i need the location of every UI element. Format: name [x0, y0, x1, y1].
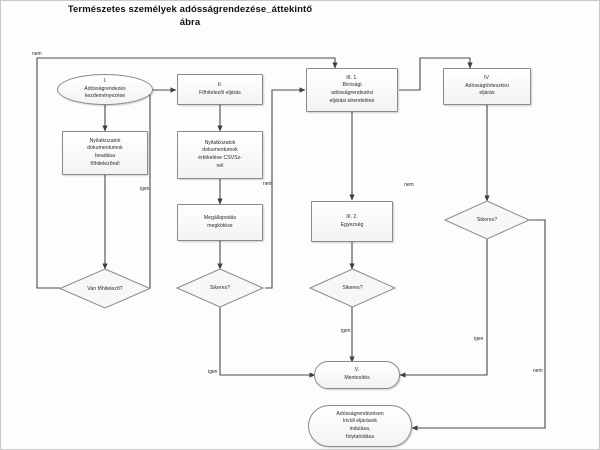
node-success-3[interactable]: Sikeres?	[309, 268, 396, 308]
node-stage2-label: II. Főhitelezői eljárás	[199, 81, 241, 96]
node-docs-eval-label: Nyilatkozatok dokumentumok értékelése CS…	[198, 139, 242, 169]
diamond-shape	[59, 268, 151, 309]
edge-no-success2-to-stage3	[265, 87, 306, 289]
node-stage3-1-label: III. 1. Bírósági adósságrendezési eljárá…	[329, 74, 375, 104]
node-outside-label: Adósságrendezésen kívüli eljárások indul…	[336, 410, 384, 440]
node-stage4[interactable]: IV. Adósságtörlesztési eljárás	[443, 68, 531, 105]
edge-label-no-success4: nem	[533, 368, 543, 374]
diamond-shape	[309, 268, 396, 308]
node-agreement[interactable]: Megállapodás megkötése	[177, 204, 263, 241]
edge-label-no-top-left: nem	[32, 51, 42, 57]
node-success-2[interactable]: Sikeres?	[176, 268, 264, 308]
edge-label-yes-success2: igen	[208, 369, 218, 375]
page-title: Természetes személyek adósságrendezése_á…	[67, 4, 313, 28]
edge-yes-success2-to-stage5	[219, 307, 316, 378]
node-stage5-label: V. Mentesítés	[344, 367, 370, 381]
edge-yes-success4-to-stage5	[399, 239, 488, 378]
edge-yes-to-stage2	[149, 87, 177, 288]
edge-no-to-stage3	[36, 57, 338, 289]
node-start[interactable]: I. Adósságrendezés kezdeményezése	[57, 74, 153, 105]
node-docs-eval[interactable]: Nyilatkozatok dokumentumok értékelése CS…	[177, 131, 263, 179]
node-outside[interactable]: Adósságrendezésen kívüli eljárások indul…	[308, 405, 412, 447]
node-stage5[interactable]: V. Mentesítés	[314, 361, 400, 389]
diamond-shape	[176, 268, 264, 308]
node-has-main-creditor-label: Van főhitelező?	[87, 285, 123, 292]
node-success-4-label: Sikeres?	[476, 217, 498, 223]
node-stage3-2[interactable]: III. 2. Egyezség	[311, 201, 393, 242]
edge-label-no-agreement: nem	[263, 181, 273, 187]
node-start-label: I. Adósságrendezés kezdeményezése	[84, 78, 126, 100]
edge-label-yes-success3: igen	[341, 328, 351, 334]
edge-no-stage3-to-stage4	[399, 57, 473, 91]
node-agreement-label: Megállapodás megkötése	[203, 214, 237, 229]
node-success-3-label: Sikeres?	[342, 285, 363, 291]
node-docs-submit-label: Nyilatkozatok dokumentumok beadása főhit…	[87, 137, 123, 167]
diamond-shape	[444, 200, 530, 240]
node-stage3-1[interactable]: III. 1. Bírósági adósságrendezési eljárá…	[306, 68, 398, 112]
edge-label-yes-success4: igen	[474, 336, 484, 342]
edge-label-yes-main-creditor: igen	[140, 186, 150, 192]
node-has-main-creditor[interactable]: Van főhitelező?	[59, 268, 151, 309]
edge-no-success4-to-outside	[411, 219, 546, 431]
edge-label-no-stage3: nem	[404, 182, 414, 188]
node-stage3-2-label: III. 2. Egyezség	[340, 213, 364, 228]
node-stage2[interactable]: II. Főhitelezői eljárás	[177, 74, 263, 105]
node-success-2-label: Sikeres?	[209, 285, 231, 291]
node-stage4-label: IV. Adósságtörlesztési eljárás	[465, 75, 509, 97]
node-success-4[interactable]: Sikeres?	[444, 200, 530, 240]
node-docs-submit[interactable]: Nyilatkozatok dokumentumok beadása főhit…	[62, 131, 148, 175]
